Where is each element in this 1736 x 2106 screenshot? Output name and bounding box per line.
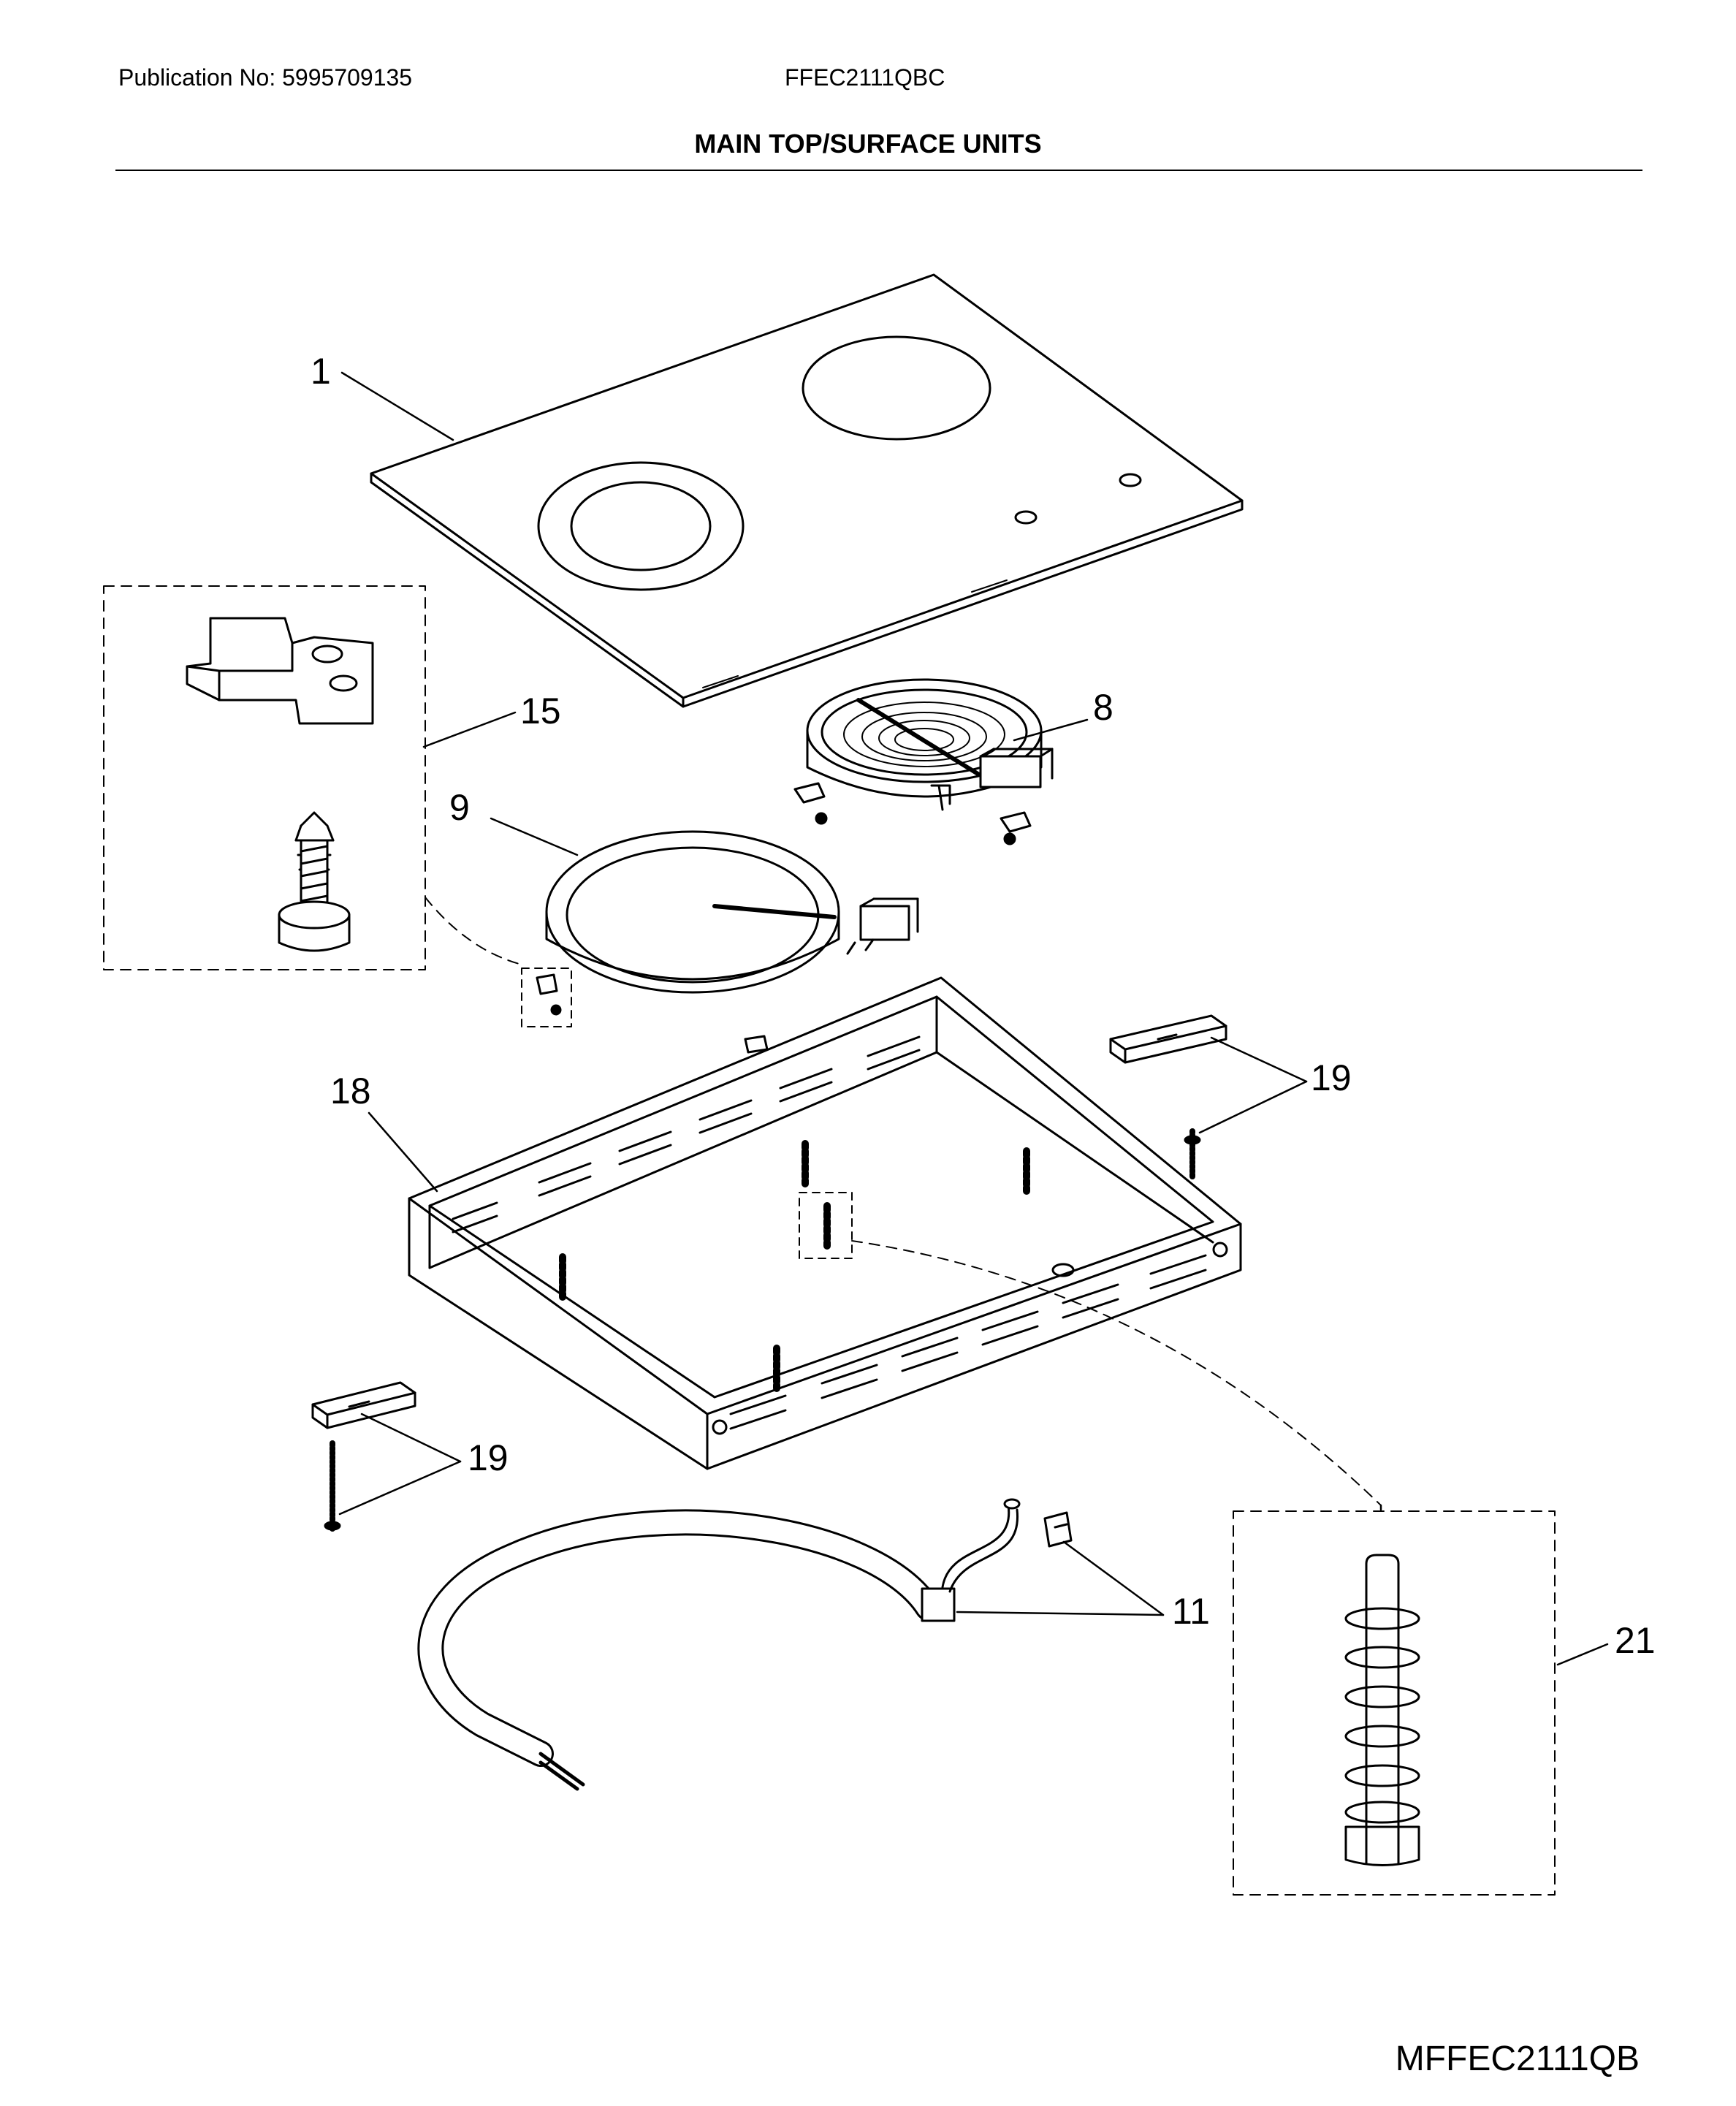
- bracket-screw-left: [311, 1381, 416, 1532]
- callout-bracket-screw-right: 19: [1311, 1057, 1352, 1098]
- bracket-kit-box: [103, 585, 426, 970]
- surface-unit-small: [793, 678, 1054, 845]
- callout-leaders: [338, 371, 1609, 1666]
- callout-surface-unit-large: 9: [449, 787, 470, 828]
- leveling-leg: [1233, 1510, 1556, 1896]
- diagram-code: MFFEC2111QB: [1395, 2040, 1640, 2078]
- callout-leveling-leg: 21: [1615, 1620, 1656, 1661]
- callout-terminal-block: 11: [1172, 1591, 1210, 1632]
- callout-burner-box: 18: [330, 1071, 371, 1111]
- main-top-glass: [370, 273, 1244, 708]
- page-title: MAIN TOP/SURFACE UNITS: [694, 129, 1042, 159]
- burner-box: [408, 976, 1382, 1506]
- callout-surface-unit-small: 8: [1093, 687, 1113, 728]
- surface-unit-large: [425, 830, 919, 1073]
- callout-main-top: 1: [311, 351, 331, 392]
- publication-number: Publication No: 5995709135: [118, 64, 413, 91]
- callout-bracket-screw-left: 19: [468, 1437, 509, 1478]
- model-number: FFEC2111QBC: [785, 64, 945, 91]
- callout-bracket-kit: 15: [520, 691, 561, 731]
- wire-harness: [417, 1498, 1073, 1791]
- header-rule: [115, 170, 1642, 171]
- bracket-screw-right: [1109, 1014, 1227, 1179]
